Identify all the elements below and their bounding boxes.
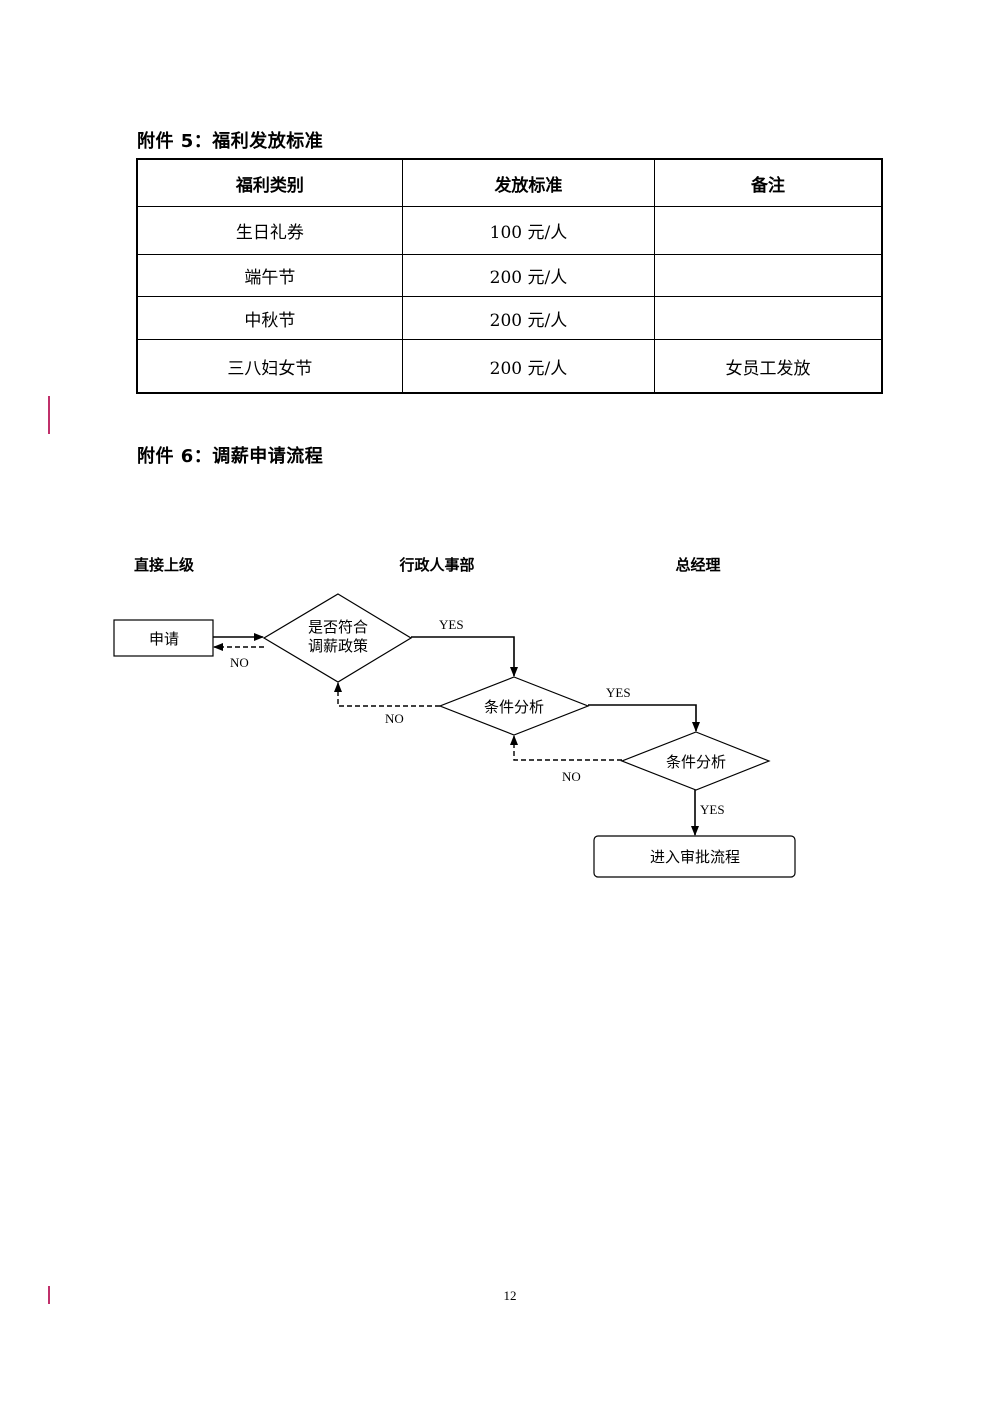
cell-remark [654, 205, 883, 256]
label-no-1: NO [230, 655, 249, 670]
table-row: 生日礼券 100 元/人 [136, 205, 883, 256]
node-analysis2: 条件分析 [666, 753, 726, 771]
page-number: 12 [503, 1288, 517, 1303]
lane-hr-admin: 行政人事部 [398, 556, 474, 574]
attachment5-heading: 附件 5：福利发放标准 [137, 131, 324, 152]
cell-remark [654, 254, 883, 298]
label-yes-2: YES [606, 685, 631, 700]
header-category: 福利类别 [136, 158, 403, 207]
margin-mark-top [48, 396, 50, 434]
salary-adjustment-flowchart: 直接上级 行政人事部 总经理 申请 是否符合 调薪政策 条件分析 条件分析 进入… [113, 556, 796, 878]
node-analysis1: 条件分析 [484, 698, 544, 716]
cell-category: 三八妇女节 [136, 339, 403, 394]
edge-check-to-analysis1-yes [411, 636, 518, 677]
cell-standard: 200 元/人 [401, 339, 656, 394]
node-apply-box [113, 619, 214, 657]
table-row: 三八妇女节 200 元/人 女员工发放 [136, 339, 883, 394]
edge-analysis2-to-analysis1-no [510, 735, 622, 761]
label-yes-3: YES [700, 802, 725, 817]
cell-category: 中秋节 [136, 296, 403, 341]
margin-mark-bottom [48, 1286, 50, 1304]
cell-category: 生日礼券 [136, 205, 403, 256]
label-no-2: NO [385, 711, 404, 726]
lane-general-manager: 总经理 [675, 556, 720, 574]
header-remark: 备注 [654, 158, 883, 207]
table-row: 端午节 200 元/人 [136, 254, 883, 298]
node-check-line2: 调薪政策 [308, 637, 368, 655]
cell-remark: 女员工发放 [654, 339, 883, 394]
label-no-3: NO [562, 769, 581, 784]
edge-analysis1-to-check-no [334, 682, 440, 707]
node-approval-box [593, 835, 796, 878]
cell-remark [654, 296, 883, 341]
node-approval: 进入审批流程 [650, 848, 740, 866]
node-analysis2-diamond [620, 731, 771, 791]
label-yes-1: YES [439, 617, 464, 632]
attachment6-heading: 附件 6：调薪申请流程 [137, 446, 324, 467]
table-row: 中秋节 200 元/人 [136, 296, 883, 341]
cell-standard: 100 元/人 [401, 205, 656, 256]
node-apply: 申请 [149, 630, 179, 648]
edge-analysis1-to-analysis2-yes [588, 704, 700, 732]
welfare-table: 福利类别 发放标准 备注 生日礼券 100 元/人 端午节 200 元/人 中秋… [136, 158, 883, 394]
table-header-row: 福利类别 发放标准 备注 [136, 158, 883, 207]
cell-category: 端午节 [136, 254, 403, 298]
cell-standard: 200 元/人 [401, 254, 656, 298]
node-check-line1: 是否符合 [308, 618, 368, 636]
header-standard: 发放标准 [401, 158, 656, 207]
lane-direct-supervisor: 直接上级 [134, 556, 195, 574]
cell-standard: 200 元/人 [401, 296, 656, 341]
